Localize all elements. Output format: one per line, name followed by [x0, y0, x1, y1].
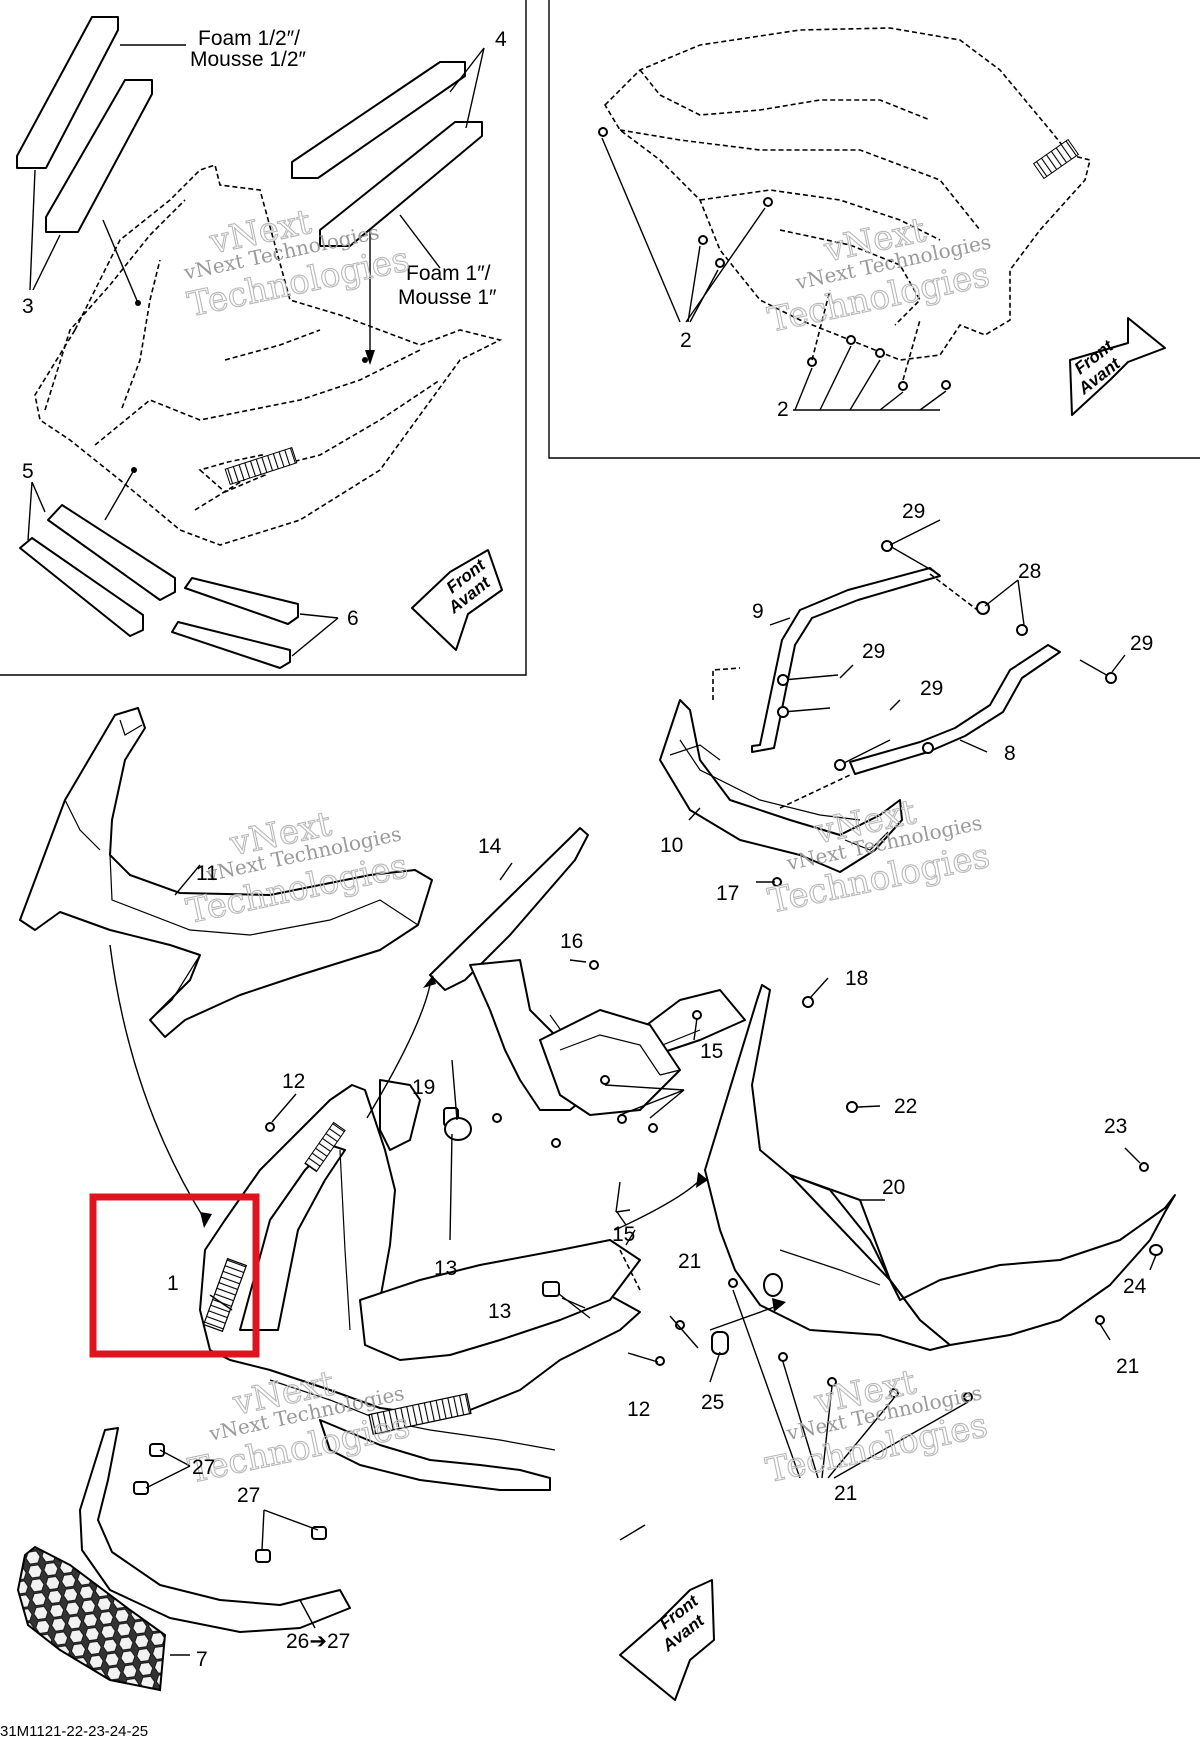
callout-19: 19 [412, 1076, 435, 1099]
part-8-lower-bar [849, 644, 1061, 775]
part-11-upper-cover [19, 707, 433, 1038]
callout-26-27: 26➔27 [286, 1630, 350, 1653]
foam-half-inch-note-en: Foam 1/2″/ [198, 27, 300, 50]
watermark-inset-right: vNext vNext Technologies Technologies [764, 209, 994, 341]
front-direction-arrow-inset: Front Avant [411, 549, 503, 651]
callout-11: 11 [196, 862, 218, 885]
callout-20: 20 [882, 1176, 905, 1199]
front-direction-arrow-inset-right: Front Avant [1069, 317, 1166, 416]
callout-21-right: 21 [1116, 1355, 1139, 1378]
inset-panel-borders [0, 0, 1200, 676]
part-20-side-panel [704, 984, 1176, 1351]
part-9-upper-bar [751, 567, 941, 753]
part-10-front-bracket [659, 699, 903, 873]
inset-fastener-leaders [601, 137, 947, 411]
callout-12-lower: 12 [627, 1398, 650, 1421]
part-7-grille [16, 1545, 167, 1692]
callout-3: 3 [22, 295, 34, 318]
callout-6: 6 [347, 607, 359, 630]
callout-21-bottom: 21 [834, 1482, 857, 1505]
callout-13-lower: 13 [488, 1300, 511, 1323]
callout-labels: 3 4 5 6 2 2 29 28 9 29 29 29 8 10 11 14 … [22, 28, 1153, 1671]
callout-21-left: 21 [678, 1250, 701, 1273]
callout-27-mid: 27 [237, 1484, 260, 1507]
callout-2-upper: 2 [680, 329, 692, 352]
callout-28: 28 [1018, 560, 1041, 583]
inset-rear-ribs [1032, 138, 1080, 180]
callout-27-left: 27 [192, 1456, 215, 1479]
part-1-front-bumper [199, 1079, 641, 1491]
callout-25: 25 [701, 1391, 724, 1414]
callout-24: 24 [1123, 1275, 1147, 1298]
callout-9: 9 [752, 600, 764, 623]
watermark-main-bottom-right: vNext vNext Technologies Technologies [762, 1362, 992, 1492]
body-fastener-inset: Front Avant vNext vNext Technologies Tec… [598, 27, 1166, 416]
callout-1: 1 [167, 1272, 179, 1295]
callout-17: 17 [716, 882, 739, 905]
callout-14: 14 [478, 835, 502, 858]
foam-one-inch-note-fr: Mousse 1″ [398, 286, 497, 309]
callout-29-top: 29 [902, 500, 925, 523]
callout-16: 16 [560, 930, 583, 953]
callout-12-upper: 12 [282, 1070, 305, 1093]
callout-10: 10 [660, 834, 683, 857]
callout-4: 4 [495, 28, 507, 51]
callout-15-lower: 15 [612, 1223, 635, 1246]
callout-2-lower: 2 [777, 398, 789, 421]
callout-1-highlight-box [89, 1193, 260, 1358]
inset-leader-lines [27, 44, 485, 657]
front-direction-arrow-main: Front Avant [619, 1579, 715, 1701]
foam-one-inch-note-en: Foam 1″/ [406, 262, 491, 285]
callout-13-upper: 13 [434, 1257, 457, 1280]
callout-23: 23 [1104, 1115, 1127, 1138]
phantom-vent-ribs [224, 446, 298, 486]
callout-7: 7 [196, 1648, 208, 1671]
watermark-main-right: vNext vNext Technologies Technologies [764, 792, 994, 923]
main-view-small-fasteners [133, 877, 1163, 1563]
callout-5: 5 [22, 460, 34, 483]
bar-dash-links [712, 573, 981, 809]
watermark-inset-left: vNext vNext Technologies Technologies [181, 201, 413, 326]
foam-pad-six [171, 577, 299, 669]
callout-18: 18 [845, 967, 868, 990]
inset-fastener-screws [598, 127, 951, 391]
part-29-28-fasteners [777, 540, 1117, 771]
part-26-lower-trim [79, 1427, 351, 1633]
callout-8: 8 [1004, 742, 1016, 765]
callout-15-upper: 15 [700, 1040, 723, 1063]
callout-29-mid: 29 [862, 640, 885, 663]
phantom-nosecone-outline [34, 163, 503, 546]
foam-pad-one-inch [291, 61, 483, 247]
foam-pad-five [19, 504, 176, 637]
main-leader-lines [109, 519, 1157, 1656]
foam-pad-half-inch [16, 16, 153, 233]
callout-29-lower: 29 [920, 677, 943, 700]
figure-code: 31M1121-22-23-24-25 [0, 1723, 148, 1740]
foam-half-inch-note-fr: Mousse 1/2″ [190, 48, 307, 71]
foam-pad-inset: Front Avant Foam 1/2″/ Mousse 1/2″ Foam … [16, 16, 503, 669]
part-14-upper-bracket [429, 827, 746, 1116]
bumper-vent-ribs [202, 1121, 472, 1435]
callout-29-right: 29 [1130, 632, 1153, 655]
callout-22: 22 [894, 1095, 917, 1118]
